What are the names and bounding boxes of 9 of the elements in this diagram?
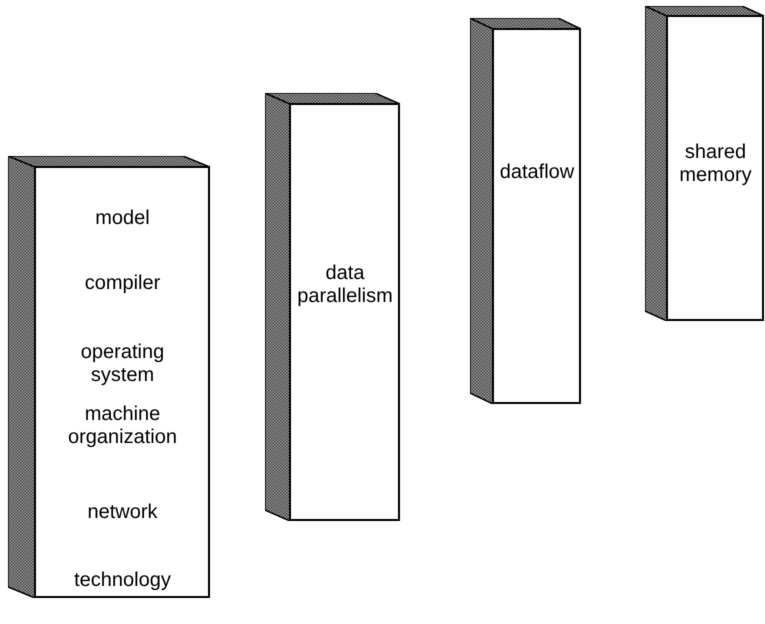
- block-label: shared memory: [678, 141, 753, 187]
- block-label: network: [86, 500, 159, 524]
- block-label: data parallelism: [296, 262, 394, 308]
- block-label: model: [94, 206, 151, 230]
- block-label: technology: [73, 568, 172, 592]
- block-label: dataflow: [498, 160, 576, 184]
- block-label: machine organization: [67, 403, 178, 449]
- block-label: operating system: [80, 341, 166, 387]
- block-label: compiler: [84, 272, 162, 294]
